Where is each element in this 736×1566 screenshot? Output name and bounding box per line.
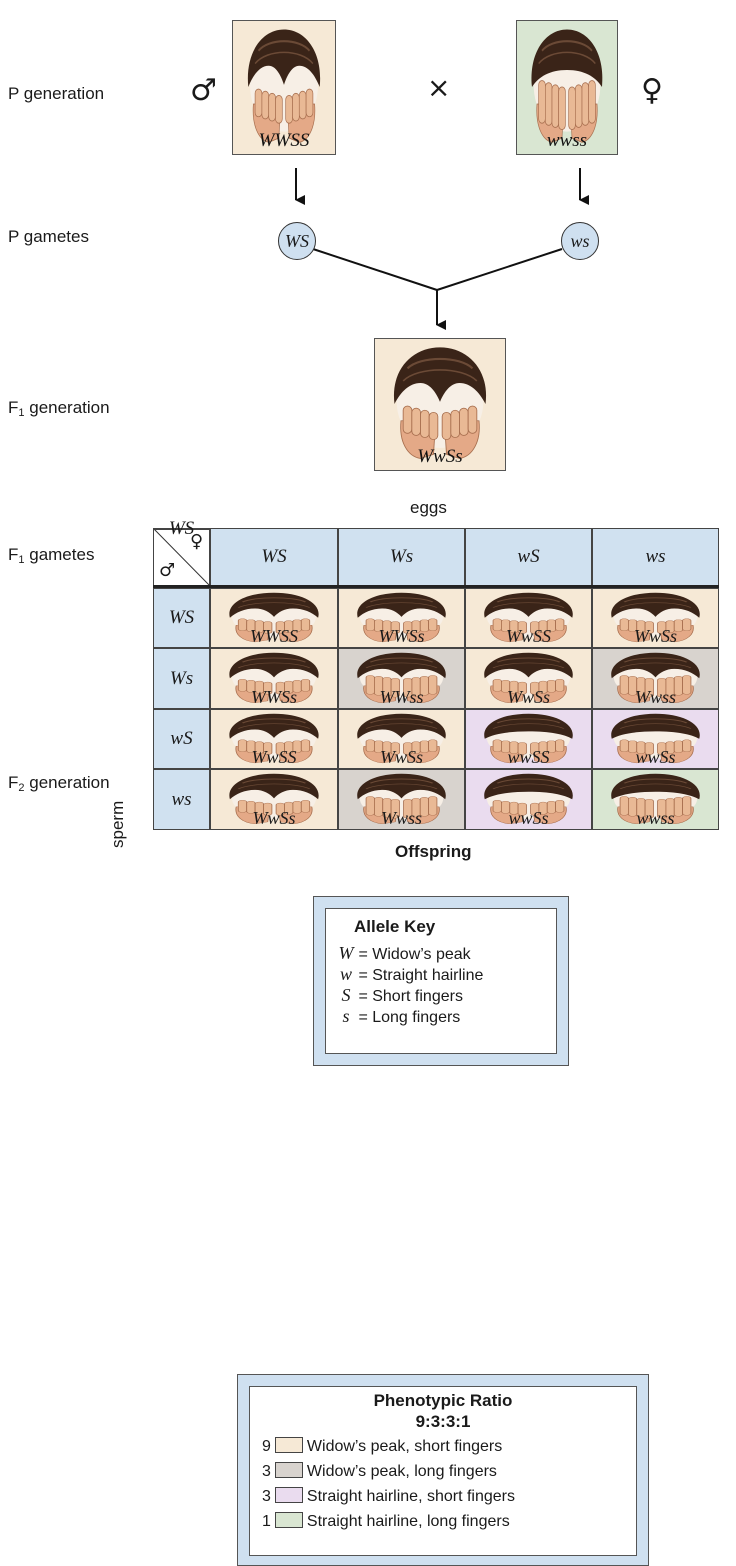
phenotypic-ratio-box: Phenotypic Ratio 9:3:3:1 9Widow’s peak, …: [237, 1374, 649, 1566]
offspring-genotype: WWss: [339, 687, 464, 708]
allele-description: Straight hairline: [372, 967, 483, 984]
allele-key-title: Allele Key: [354, 917, 435, 937]
ratio-description: Widow’s peak, short fingers: [307, 1438, 502, 1455]
ratio-color-swatch: [275, 1487, 303, 1503]
offspring-genotype: Wwss: [339, 808, 464, 829]
ratio-count: 3: [262, 1463, 271, 1480]
ratio-color-swatch: [275, 1512, 303, 1528]
offspring-cell: Wwss: [592, 648, 719, 709]
allele-description: Widow’s peak: [372, 946, 470, 963]
ratio-entry: 9 Widow’s peak, short fingers: [262, 1437, 502, 1456]
offspring-genotype: WwSs: [466, 687, 591, 708]
ratio-count: 1: [262, 1513, 271, 1530]
offspring-genotype: WwSS: [211, 747, 337, 768]
cross-connectors: [0, 0, 736, 340]
ratio-entry: 1 Straight hairline, long fingers: [262, 1512, 510, 1531]
phenotypic-ratio-title: Phenotypic Ratio: [250, 1391, 636, 1411]
allele-description: Long fingers: [372, 1009, 460, 1026]
f1-card: WwSs: [374, 338, 506, 471]
allele-symbol: W: [338, 943, 354, 964]
sperm-label: sperm: [108, 801, 128, 848]
offspring-cell: WWss: [338, 648, 465, 709]
offspring-label: Offspring: [395, 842, 472, 862]
col-header: wS: [465, 528, 592, 586]
offspring-genotype: wwss: [593, 808, 718, 829]
offspring-cell: WwSS: [210, 709, 338, 769]
row-header: ws: [153, 769, 210, 830]
ratio-entry: 3 Widow’s peak, long fingers: [262, 1462, 497, 1481]
offspring-genotype: WwSs: [339, 747, 464, 768]
allele-symbol: S: [338, 985, 354, 1006]
allele-symbol: w: [338, 964, 354, 985]
ratio-description: Straight hairline, long fingers: [307, 1513, 510, 1530]
ratio-color-swatch: [275, 1437, 303, 1453]
fertilization-line-right: [437, 249, 562, 290]
allele-key-entry: S = Short fingers: [338, 985, 463, 1006]
offspring-genotype: WWSS: [211, 626, 337, 647]
corner-male-symbol: ♂: [159, 560, 175, 581]
female-p-gamete: ws: [561, 222, 599, 260]
label-f1-gametes: F1 gametes: [8, 545, 94, 566]
offspring-cell: WWSs: [210, 648, 338, 709]
offspring-genotype: WwSs: [593, 626, 718, 647]
offspring-cell: WWSS: [210, 588, 338, 648]
ratio-count: 9: [262, 1438, 271, 1455]
offspring-cell: WwSs: [210, 769, 338, 830]
offspring-genotype: wwSS: [466, 747, 591, 768]
label-f1-generation: F1 generation: [8, 398, 110, 419]
offspring-cell: WwSs: [465, 648, 592, 709]
offspring-cell: wwss: [592, 769, 719, 830]
offspring-cell: WwSs: [338, 709, 465, 769]
offspring-genotype: WWSs: [211, 687, 337, 708]
f1-genotype: WwSs: [375, 446, 505, 468]
equals-sign: =: [354, 946, 372, 963]
row-header: Ws: [153, 648, 210, 709]
allele-key-panel: Allele Key W = Widow’s peakw = Straight …: [325, 908, 557, 1054]
offspring-cell: wwSs: [465, 769, 592, 830]
offspring-cell: Wwss: [338, 769, 465, 830]
row-header: wS: [153, 709, 210, 769]
col-header: ws: [592, 528, 719, 586]
eggs-label: eggs: [410, 498, 447, 518]
offspring-cell: WwSS: [465, 588, 592, 648]
phenotypic-ratio-value: 9:3:3:1: [250, 1412, 636, 1432]
offspring-genotype: WWSs: [339, 626, 464, 647]
row-header: WS: [153, 588, 210, 648]
allele-key-entry: W = Widow’s peak: [338, 943, 471, 964]
phenotypic-ratio-panel: Phenotypic Ratio 9:3:3:1 9Widow’s peak, …: [249, 1386, 637, 1556]
allele-key-entry: s = Long fingers: [338, 1006, 460, 1027]
ratio-entry: 3 Straight hairline, short fingers: [262, 1487, 515, 1506]
label-f2-generation: F2 generation: [8, 773, 110, 794]
ratio-count: 3: [262, 1488, 271, 1505]
equals-sign: =: [354, 967, 372, 984]
equals-sign: =: [354, 1009, 372, 1026]
col-header: WS: [210, 528, 338, 586]
allele-description: Short fingers: [372, 988, 463, 1005]
ratio-description: Widow’s peak, long fingers: [307, 1463, 497, 1480]
fertilization-line-left: [313, 249, 437, 290]
offspring-genotype: wwSs: [466, 808, 591, 829]
offspring-cell: wwSS: [465, 709, 592, 769]
offspring-cell: WwSs: [592, 588, 719, 648]
offspring-genotype: WwSS: [466, 626, 591, 647]
offspring-cell: WWSs: [338, 588, 465, 648]
col-header: Ws: [338, 528, 465, 586]
ratio-description: Straight hairline, short fingers: [307, 1488, 515, 1505]
offspring-genotype: wwSs: [593, 747, 718, 768]
offspring-cell: wwSs: [592, 709, 719, 769]
row-header: WS: [153, 528, 210, 530]
allele-key-entry: w = Straight hairline: [338, 964, 483, 985]
ratio-color-swatch: [275, 1462, 303, 1478]
offspring-genotype: WwSs: [211, 808, 337, 829]
allele-symbol: s: [338, 1006, 354, 1027]
offspring-genotype: Wwss: [593, 687, 718, 708]
male-p-gamete: WS: [278, 222, 316, 260]
equals-sign: =: [354, 988, 372, 1005]
